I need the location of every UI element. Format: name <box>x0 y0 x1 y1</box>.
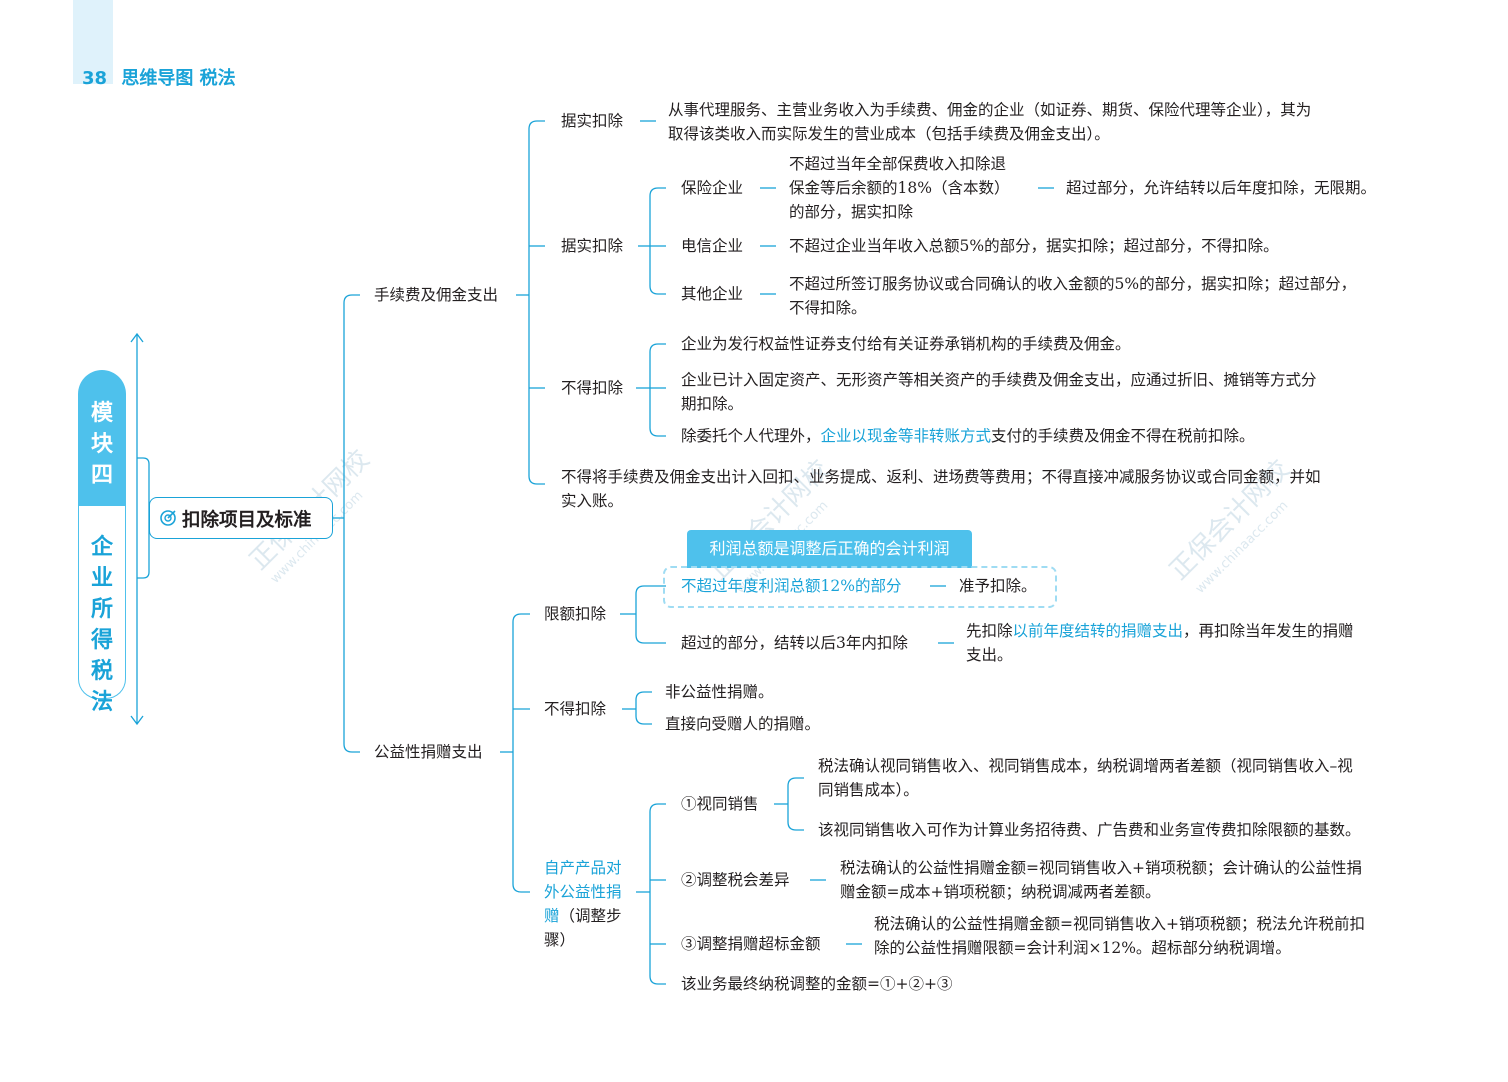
text-fee-actual-1-l1: 从事代理服务、主营业务收入为手续费、佣金的企业（如证券、期货、保险代理等企业），… <box>668 101 1312 119</box>
text-telecom: 不超过企业当年收入总额5%的部分，据实扣除；超过部分，不得扣除。 <box>789 237 1279 255</box>
node-self-product-l3: 赠（调整步 <box>544 907 622 925</box>
node-fee-not-deductible: 不得扣除 <box>561 379 624 397</box>
page-header: 38 思维导图 税法 <box>82 64 236 90</box>
text-other-l2: 不得扣除。 <box>789 299 867 317</box>
text-step3-l2: 除的公益性捐赠限额=会计利润×12%。超标部分纳税调增。 <box>874 939 1291 957</box>
main-node: 扣除项目及标准 <box>149 497 333 539</box>
highlight-profit-note: 利润总额是调整后正确的会计利润 <box>687 530 972 568</box>
page-tab <box>73 0 113 84</box>
node-donation: 公益性捐赠支出 <box>374 743 483 761</box>
node-limit-deduction: 限额扣除 <box>544 605 607 623</box>
text-within-limit: 不超过年度利润总额12%的部分 <box>681 577 902 595</box>
text-other-l1: 不超过所签订服务协议或合同确认的收入金额的5%的部分，据实扣除；超过部分， <box>789 275 1357 293</box>
text-step1-a-l2: 同销售成本）。 <box>818 781 919 799</box>
text-donation-nd-1: 非公益性捐赠。 <box>665 683 774 701</box>
node-telecom: 电信企业 <box>681 237 744 255</box>
node-step3: ③调整捐赠超标金额 <box>681 935 821 953</box>
text-insurance-excess: 超过部分，允许结转以后年度扣除，无限期。 <box>1066 179 1377 197</box>
node-fee-actual-2: 据实扣除 <box>561 237 624 255</box>
text-step2-l2: 赠金额=成本+销项税额；纳税调减两者差额。 <box>840 883 1161 901</box>
main-node-label: 扣除项目及标准 <box>182 510 312 531</box>
text-within-result: 准予扣除。 <box>959 577 1037 595</box>
module-label: 模块四 <box>90 401 113 488</box>
node-self-product-l2: 外公益性捐 <box>544 883 622 901</box>
text-final-adjustment: 该业务最终纳税调整的金额=①+②+③ <box>681 975 953 993</box>
text-step1-a-l1: 税法确认视同销售收入、视同销售成本，纳税调增两者差额（视同销售收入–视 <box>818 757 1353 775</box>
text-insurance-l2: 保金等后余额的18%（含本数） <box>789 179 1010 197</box>
node-insurance: 保险企业 <box>681 179 744 197</box>
node-self-product-l1: 自产产品对 <box>544 859 622 877</box>
node-fee-actual-1: 据实扣除 <box>561 112 624 130</box>
module-label-box <box>78 370 126 700</box>
text-excess-rule-l2: 支出。 <box>966 646 1013 664</box>
dashed-highlight-box <box>663 566 1057 608</box>
highlight-cash-payment: 企业以现金等非转账方式 <box>820 427 992 445</box>
node-fee-commission: 手续费及佣金支出 <box>374 286 499 304</box>
text-excess-rule-l1: 先扣除以前年度结转的捐赠支出，再扣除当年发生的捐赠 <box>966 622 1354 640</box>
text-step1-b: 该视同销售收入可作为计算业务招待费、广告费和业务宣传费扣除限额的基数。 <box>818 821 1361 839</box>
target-icon <box>160 510 176 526</box>
text-insurance-l1: 不超过当年全部保费收入扣除退 <box>789 155 1007 173</box>
text-fee-nd-2-l2: 期扣除。 <box>681 395 744 413</box>
node-step2: ②调整税会差异 <box>681 871 790 889</box>
text-donation-nd-2: 直接向受赠人的捐赠。 <box>665 715 821 733</box>
text-fee-nd-2-l1: 企业已计入固定资产、无形资产等相关资产的手续费及佣金支出，应通过折旧、摊销等方式… <box>681 371 1317 389</box>
node-other-enterprise: 其他企业 <box>681 285 744 303</box>
page-number: 38 <box>82 68 108 89</box>
highlight-prior-carryover: 以前年度结转的捐赠支出 <box>1012 622 1184 640</box>
node-step1: ①视同销售 <box>681 795 759 813</box>
text-excess: 超过的部分，结转以后3年内扣除 <box>681 634 908 652</box>
module-subject: 企业所得税法 <box>90 535 113 715</box>
text-step2-l1: 税法确认的公益性捐赠金额=视同销售收入+销项税额；会计确认的公益性捐 <box>840 859 1362 877</box>
node-donation-not-deductible: 不得扣除 <box>544 700 607 718</box>
book-title: 思维导图 税法 <box>121 68 236 89</box>
text-step3-l1: 税法确认的公益性捐赠金额=视同销售收入+销项税额；税法允许税前扣 <box>874 915 1365 933</box>
text-insurance-l3: 的部分，据实扣除 <box>789 203 914 221</box>
node-self-product-l4: 骤） <box>544 931 576 949</box>
text-fee-note-l2: 实入账。 <box>561 492 624 510</box>
text-fee-nd-3: 除委托个人代理外，企业以现金等非转账方式支付的手续费及佣金不得在税前扣除。 <box>681 427 1255 445</box>
text-fee-actual-1-l2: 取得该类收入而实际发生的营业成本（包括手续费及佣金支出）。 <box>668 125 1110 143</box>
text-fee-nd-1: 企业为发行权益性证券支付给有关证券承销机构的手续费及佣金。 <box>681 335 1131 353</box>
text-fee-note-l1: 不得将手续费及佣金支出计入回扣、业务提成、返利、进场费等费用；不得直接冲减服务协… <box>561 468 1321 486</box>
